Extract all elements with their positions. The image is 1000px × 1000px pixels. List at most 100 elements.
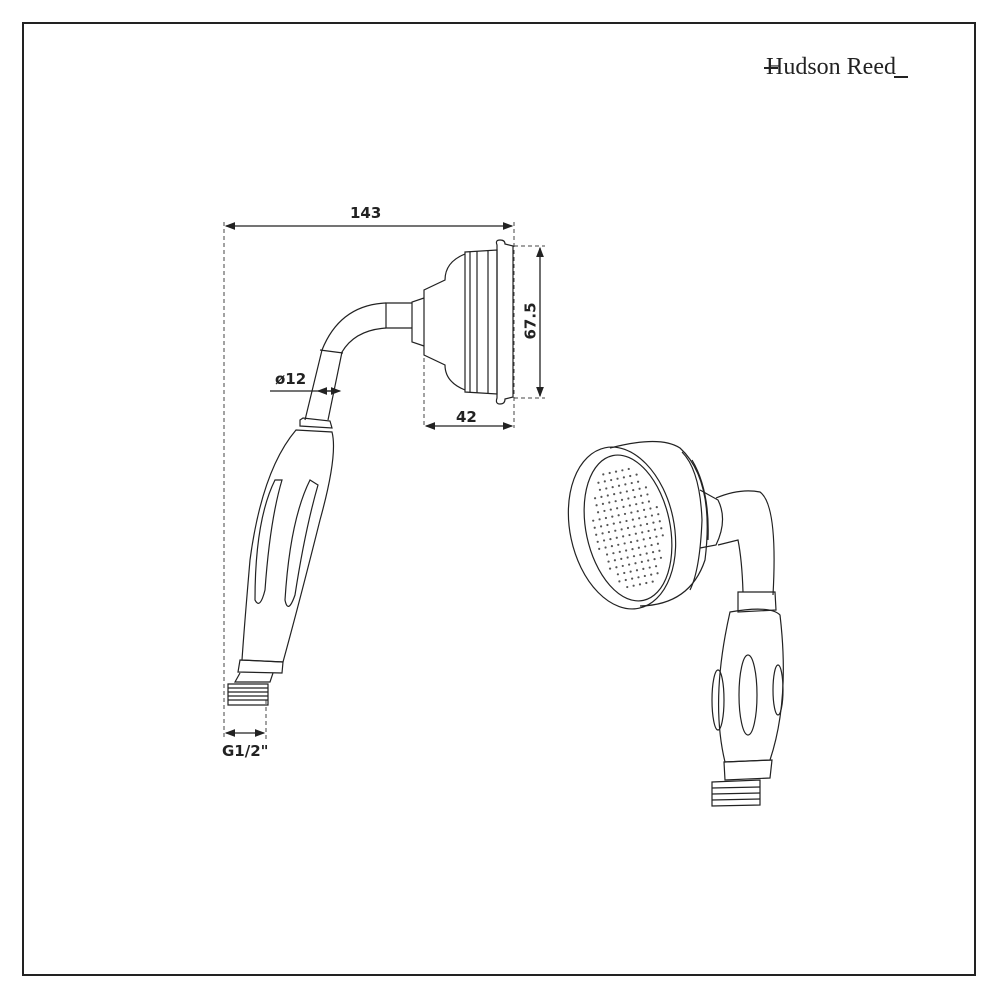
spray-hole xyxy=(642,508,646,511)
spray-hole xyxy=(623,571,626,575)
spray-hole xyxy=(631,518,634,521)
spray-hole xyxy=(647,559,650,562)
spray-hole xyxy=(653,558,656,561)
spray-hole xyxy=(612,522,615,525)
spray-hole xyxy=(614,529,617,532)
spray-hole xyxy=(614,500,617,503)
spray-hole xyxy=(649,507,652,510)
spray-hole xyxy=(635,569,639,572)
spray-hole xyxy=(625,549,628,552)
spray-hole xyxy=(595,533,598,536)
spray-hole xyxy=(601,502,605,505)
spray-hole xyxy=(644,545,647,548)
label-hose-diameter: ø12 xyxy=(275,370,307,388)
spray-hole xyxy=(632,488,635,492)
spray-hole xyxy=(631,548,634,551)
spray-hole xyxy=(626,556,629,559)
spray-hole xyxy=(592,519,595,522)
spray-hole xyxy=(614,470,618,473)
spray-hole xyxy=(601,532,604,535)
spray-hole xyxy=(650,514,654,517)
spray-hole xyxy=(608,471,611,475)
spray-hole xyxy=(603,509,606,513)
spray-hole xyxy=(645,522,649,526)
spray-hole xyxy=(639,524,642,527)
spray-hole xyxy=(635,473,638,476)
spray-hole xyxy=(652,521,655,524)
spray-hole xyxy=(627,497,630,500)
spray-hole xyxy=(610,478,613,482)
spray-hole xyxy=(613,559,617,562)
spray-hole xyxy=(645,552,648,555)
spray-hole xyxy=(618,580,621,583)
spray-hole xyxy=(626,526,630,530)
spray-hole xyxy=(648,536,652,540)
spray-hole xyxy=(645,581,648,585)
label-thread: G1/2" xyxy=(222,742,269,760)
spray-hole xyxy=(624,578,627,582)
spray-hole xyxy=(605,553,609,556)
spray-hole xyxy=(628,533,631,537)
spray-hole xyxy=(610,545,614,548)
spray-hole xyxy=(651,580,654,583)
spray-hole xyxy=(634,562,637,565)
spray-hole xyxy=(647,500,651,503)
spray-hole xyxy=(620,557,623,560)
spray-hole xyxy=(650,543,653,547)
spray-hole xyxy=(617,543,620,546)
spray-hole xyxy=(641,531,644,534)
spray-hole xyxy=(659,556,663,559)
spray-hole xyxy=(604,546,607,549)
spray-hole xyxy=(656,542,660,545)
spray-hole xyxy=(593,497,597,500)
spray-hole xyxy=(628,504,631,507)
spray-hole xyxy=(629,474,632,478)
spray-hole xyxy=(616,507,619,510)
spray-hole xyxy=(619,521,622,524)
spray-hole xyxy=(636,480,640,483)
spray-hole xyxy=(627,467,630,471)
spray-hole xyxy=(598,547,601,550)
spray-hole xyxy=(626,585,629,589)
spray-hole xyxy=(636,510,639,513)
spray-hole xyxy=(598,488,602,491)
spray-hole xyxy=(615,536,618,539)
spray-hole xyxy=(602,473,605,476)
logo-bar-left xyxy=(764,67,778,69)
spray-hole xyxy=(611,515,614,518)
spray-hole xyxy=(596,540,599,543)
spray-hole xyxy=(608,567,612,570)
spray-hole xyxy=(618,550,621,553)
spray-hole xyxy=(637,546,640,549)
spray-hole xyxy=(609,508,612,511)
spray-hole xyxy=(661,534,664,537)
spray-hole xyxy=(617,514,620,517)
spray-hole xyxy=(647,529,650,533)
brand-logo: Hudson Reed xyxy=(764,54,908,81)
spray-hole xyxy=(631,577,634,580)
spray-hole xyxy=(640,560,643,563)
spray-hole xyxy=(622,505,625,508)
spray-hole xyxy=(623,542,626,545)
spray-hole xyxy=(646,493,649,496)
spray-hole xyxy=(636,539,639,542)
spray-hole xyxy=(624,483,627,486)
spray-hole xyxy=(599,525,603,528)
spray-hole xyxy=(596,511,600,514)
spray-hole xyxy=(606,494,609,497)
spray-hole xyxy=(605,487,608,490)
spray-hole xyxy=(621,564,624,568)
spray-hole xyxy=(597,481,600,484)
label-overall-length: 143 xyxy=(350,204,382,222)
spray-hole xyxy=(611,485,614,489)
logo-text: Hudson Reed xyxy=(766,54,896,80)
spray-hole xyxy=(635,503,638,506)
spray-hole xyxy=(625,519,628,523)
spray-hole xyxy=(607,560,610,563)
spray-hole xyxy=(656,572,659,575)
spray-hole xyxy=(620,528,623,531)
spray-hole xyxy=(602,539,606,542)
spray-hole xyxy=(623,512,627,516)
spray-hole xyxy=(639,553,642,556)
spray-hole xyxy=(617,484,621,487)
